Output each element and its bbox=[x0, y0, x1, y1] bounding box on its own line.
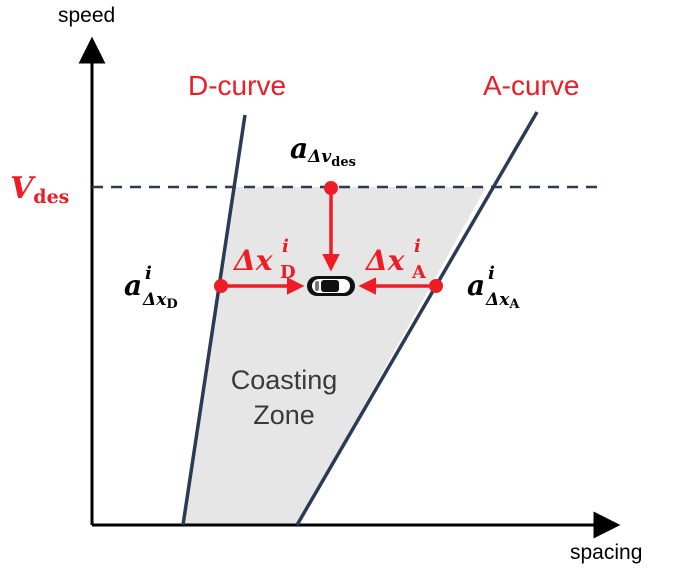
svg-text:A: A bbox=[411, 262, 427, 283]
desired-speed-point bbox=[324, 181, 338, 195]
v-des-label: Vdes bbox=[10, 171, 69, 208]
y-axis-label: speed bbox=[58, 4, 115, 27]
svg-text:D: D bbox=[280, 262, 296, 283]
svg-text:i: i bbox=[488, 263, 495, 284]
x-axis-label: spacing bbox=[570, 541, 642, 564]
svg-text:i: i bbox=[414, 236, 421, 257]
d-curve-label: D-curve bbox=[188, 70, 286, 101]
svg-text:ΔxD: ΔxD bbox=[142, 290, 178, 312]
coasting-zone-area bbox=[183, 187, 486, 525]
a-dx-a-label: a i ΔxA bbox=[467, 263, 520, 312]
coasting-zone-label-line1: Coasting bbox=[231, 365, 338, 395]
a-dx-d-label: a i ΔxD bbox=[124, 263, 178, 312]
svg-text:i: i bbox=[145, 263, 152, 284]
a-dv-des-label: aΔvdes bbox=[290, 132, 356, 170]
a-curve-line bbox=[295, 111, 539, 526]
svg-text:Δx: Δx bbox=[232, 244, 273, 277]
a-curve-point bbox=[429, 279, 443, 293]
svg-text:a: a bbox=[467, 269, 485, 302]
svg-text:Δx: Δx bbox=[364, 244, 405, 277]
d-curve-point bbox=[214, 279, 228, 293]
dx-d-label: Δx i D bbox=[232, 236, 296, 283]
car-icon bbox=[307, 276, 355, 296]
dx-a-label: Δx i A bbox=[364, 236, 427, 283]
coasting-zone-label-line2: Zone bbox=[253, 400, 315, 430]
svg-text:i: i bbox=[282, 236, 289, 257]
svg-text:a: a bbox=[124, 269, 142, 302]
d-curve-line bbox=[181, 114, 247, 526]
svg-text:ΔxA: ΔxA bbox=[485, 290, 520, 312]
a-curve-label: A-curve bbox=[483, 70, 579, 101]
